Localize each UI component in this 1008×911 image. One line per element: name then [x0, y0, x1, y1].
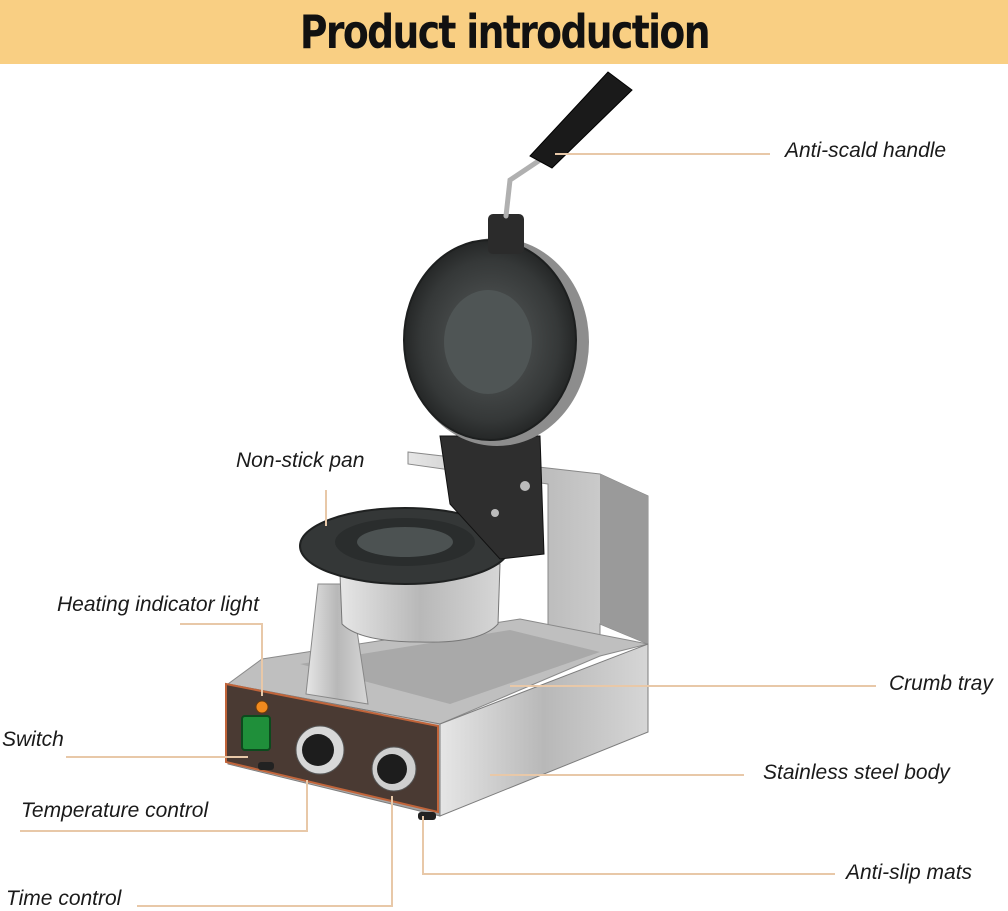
- label-anti-scald-handle: Anti-scald handle: [785, 139, 947, 162]
- label-stainless-steel-body: Stainless steel body: [763, 761, 950, 784]
- handle: [503, 71, 633, 219]
- label-time-control: Time control: [6, 887, 122, 910]
- label-anti-slip-mats: Anti-slip mats: [846, 861, 973, 884]
- leader-lines: [20, 153, 876, 907]
- page-title: Product introduction: [299, 5, 710, 59]
- label-switch: Switch: [2, 728, 64, 751]
- product-photo: [20, 71, 876, 907]
- header-banner: Product introduction: [0, 0, 1008, 64]
- label-temperature-control: Temperature control: [21, 799, 209, 822]
- label-non-stick-pan: Non-stick pan: [236, 449, 365, 472]
- label-crumb-tray: Crumb tray: [889, 672, 993, 695]
- top-lid: [403, 214, 589, 446]
- label-heating-indicator-light: Heating indicator light: [57, 593, 259, 616]
